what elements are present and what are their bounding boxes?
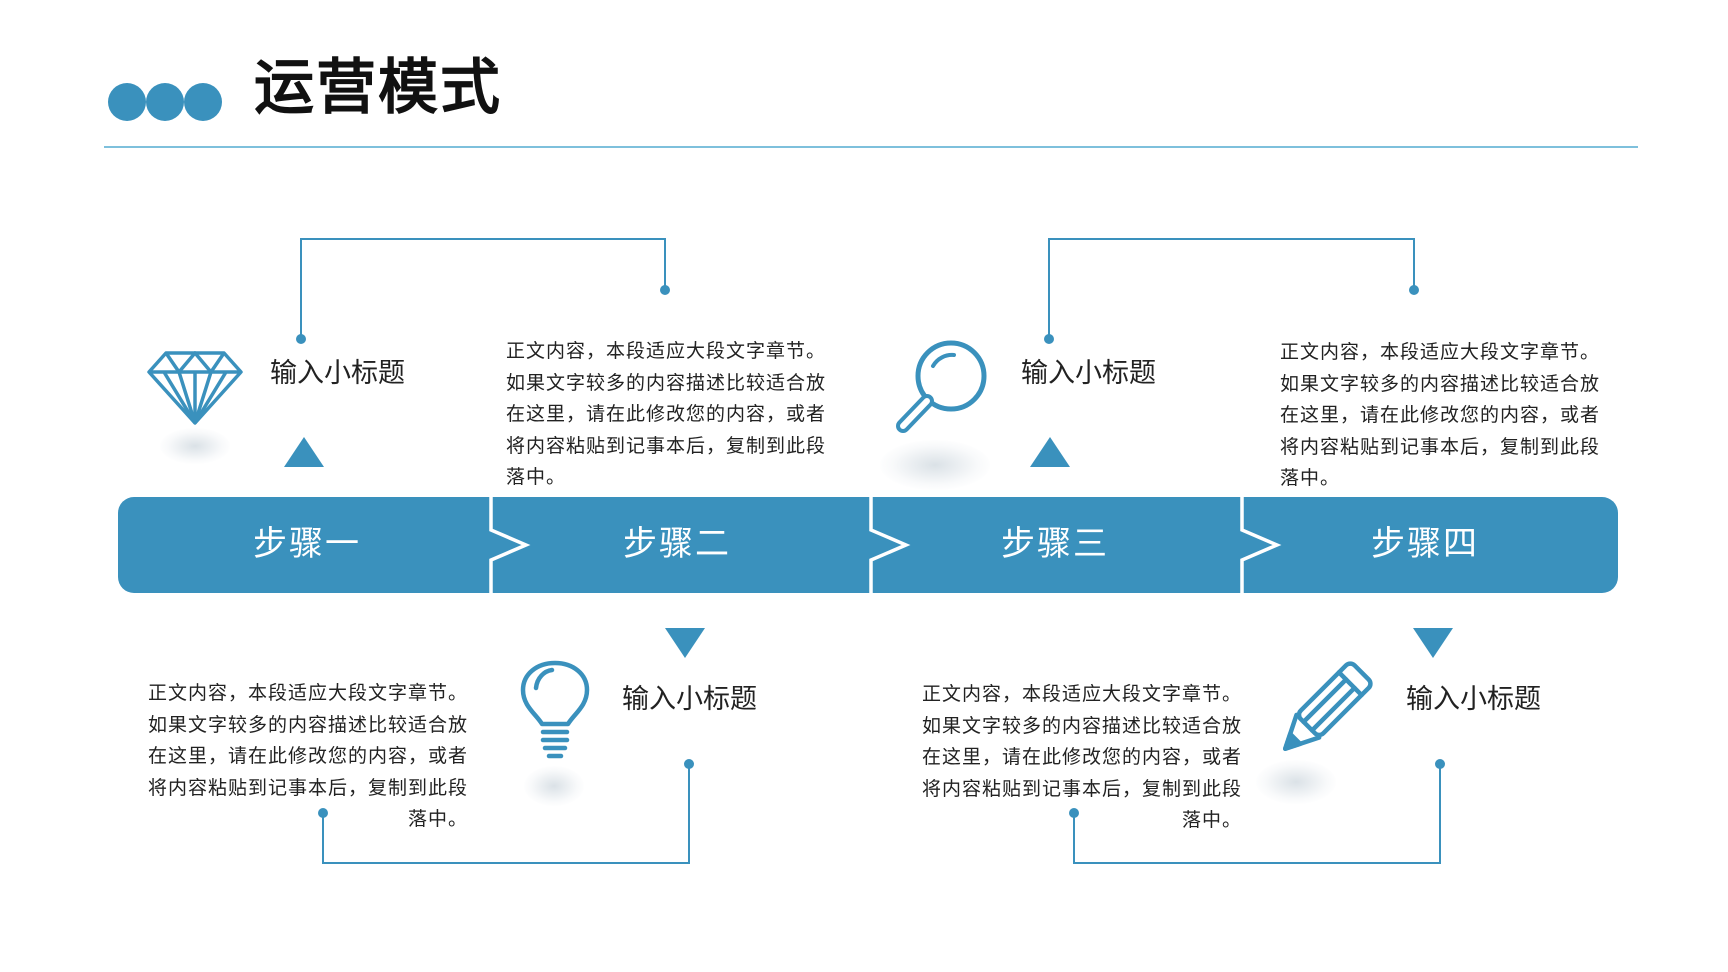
step-3-text: 正文内容，本段适应大段文字章节。 如果文字较多的内容描述比较适合放 在这里，请在… (1280, 341, 1601, 489)
pencil-icon (1282, 661, 1373, 752)
connector-dot (684, 759, 694, 769)
step-2-text: 正文内容，本段适应大段文字章节。 如果文字较多的内容描述比较适合放 在这里，请在… (147, 682, 468, 830)
connector-dot (1435, 759, 1445, 769)
magnifier-icon (896, 340, 987, 433)
header-dot-icon (108, 83, 146, 121)
header-divider (104, 146, 1638, 148)
connector-dot (296, 334, 306, 344)
header-dot-icon (146, 83, 184, 121)
step-1-subtitle: 输入小标题 (270, 358, 405, 389)
connector-dot (1409, 285, 1419, 295)
step-4-label: 步骤四 (1371, 524, 1479, 564)
arrow-down-icon (1413, 628, 1453, 658)
icon-shadow (880, 440, 990, 490)
icon-shadow (524, 766, 584, 806)
header-dot-icon (184, 83, 222, 121)
step-3-label: 步骤三 (1001, 524, 1109, 564)
step-4-subtitle: 输入小标题 (1406, 684, 1541, 715)
page-title: 运营模式 (254, 53, 502, 123)
step-1-label: 步骤一 (253, 524, 361, 564)
connector-dot (660, 285, 670, 295)
icon-shadow (1256, 760, 1336, 804)
arrow-up-icon (1030, 437, 1070, 467)
step-bar-background (118, 497, 1618, 593)
connector-dot (318, 808, 328, 818)
connector-dot (1044, 334, 1054, 344)
step-2-subtitle: 输入小标题 (622, 684, 757, 715)
step-3-subtitle: 输入小标题 (1021, 358, 1156, 389)
icon-shadow (160, 428, 230, 464)
diamond-icon (147, 351, 243, 425)
connector-dot (1069, 808, 1079, 818)
step-2-label: 步骤二 (623, 524, 731, 564)
lightbulb-icon (520, 660, 590, 759)
arrow-up-icon (284, 437, 324, 467)
step-1-text: 正文内容，本段适应大段文字章节。 如果文字较多的内容描述比较适合放 在这里，请在… (506, 340, 827, 488)
arrow-down-icon (665, 628, 705, 658)
step-4-text: 正文内容，本段适应大段文字章节。 如果文字较多的内容描述比较适合放 在这里，请在… (921, 683, 1242, 831)
